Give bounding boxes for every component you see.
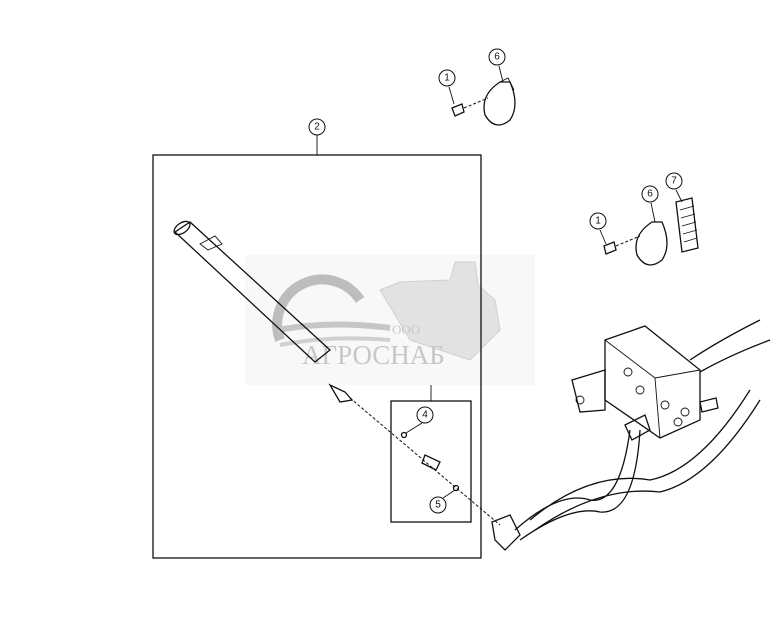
svg-text:6: 6 xyxy=(647,189,653,200)
control-valve-block xyxy=(571,325,719,441)
callout-7[interactable]: 7 xyxy=(665,172,683,203)
clamp-bolt-top xyxy=(451,77,516,126)
callout-5[interactable]: 5 xyxy=(429,489,456,514)
agrosnab-watermark-logo: ООО АГРОСНАБ xyxy=(245,255,535,385)
callout-6b[interactable]: 6 xyxy=(641,185,659,223)
watermark-prefix: ООО xyxy=(392,322,420,337)
svg-text:6: 6 xyxy=(494,52,500,63)
callout-4[interactable]: 4 xyxy=(405,406,434,434)
callout-1[interactable]: 1 xyxy=(438,69,456,105)
callout-2[interactable]: 2 xyxy=(308,118,326,136)
svg-text:1: 1 xyxy=(595,216,601,227)
watermark-name: АГРОСНАБ xyxy=(302,340,445,370)
svg-text:4: 4 xyxy=(422,410,428,421)
svg-text:2: 2 xyxy=(314,122,320,133)
label-plate-7 xyxy=(675,197,699,253)
callout-1b[interactable]: 1 xyxy=(589,212,607,245)
svg-text:7: 7 xyxy=(671,176,677,187)
clamp-bolt-right xyxy=(603,197,699,266)
svg-text:5: 5 xyxy=(435,500,441,511)
svg-text:1: 1 xyxy=(444,73,450,84)
callout-6[interactable]: 6 xyxy=(488,48,506,83)
